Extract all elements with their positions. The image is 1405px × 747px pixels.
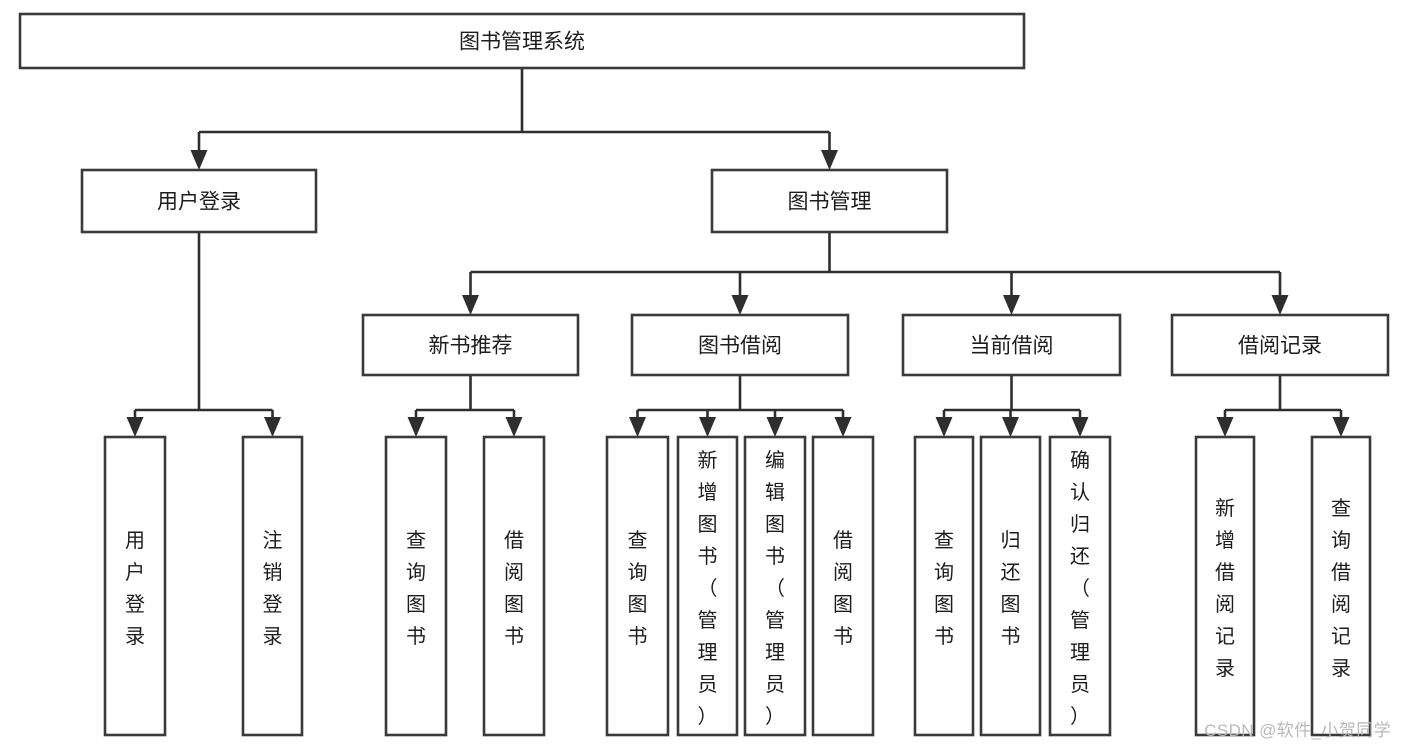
node-book-management-box[interactable] xyxy=(710,168,949,234)
arrow-head-icon xyxy=(264,417,281,437)
node-leaf-query-book-2-label: 查询图书 xyxy=(628,529,648,648)
node-leaf-add-borrow-record-box[interactable] xyxy=(1194,435,1256,737)
node-new-book-recommend-box[interactable] xyxy=(361,313,580,377)
node-leaf-confirm-return-admin-box[interactable] xyxy=(1048,435,1112,737)
node-leaf-query-book-3-label: 查询图书 xyxy=(934,529,954,648)
node-book-borrow-label: 图书借阅 xyxy=(698,335,782,358)
arrow-head-icon xyxy=(505,417,523,437)
node-leaf-return-book-label: 归还图书 xyxy=(1001,529,1021,648)
node-leaf-borrow-book-2-label: 借阅图书 xyxy=(833,529,853,648)
arrow-head-icon xyxy=(766,417,784,437)
arrow-head-icon xyxy=(834,417,852,437)
node-leaf-return-book-box[interactable] xyxy=(979,435,1042,737)
arrow-head-icon xyxy=(1271,295,1289,315)
node-leaf-query-book-1-box[interactable] xyxy=(384,435,448,737)
node-current-borrow-label: 当前借阅 xyxy=(970,335,1054,358)
node-root-label: 图书管理系统 xyxy=(459,31,585,54)
arrow-head-icon xyxy=(1332,417,1350,437)
node-leaf-user-login-label: 用户登录 xyxy=(125,530,145,648)
node-root-box[interactable] xyxy=(18,12,1026,70)
arrow-head-icon xyxy=(126,417,144,437)
node-borrow-record-label: 借阅记录 xyxy=(1238,335,1322,358)
node-new-book-recommend-label: 新书推荐 xyxy=(429,335,513,358)
node-leaf-logout-login-box[interactable] xyxy=(241,435,304,737)
node-leaf-logout-login-label: 注销登录 xyxy=(263,529,283,648)
arrow-head-icon xyxy=(821,150,838,170)
node-leaf-query-book-2-box[interactable] xyxy=(605,435,670,737)
node-leaf-borrow-book-1-box[interactable] xyxy=(482,435,546,737)
node-leaf-user-login-box[interactable] xyxy=(103,435,167,737)
node-book-borrow-box[interactable] xyxy=(630,313,850,377)
arrow-head-icon xyxy=(699,417,716,437)
node-leaf-query-book-3-box[interactable] xyxy=(913,435,975,737)
node-book-management-label: 图书管理 xyxy=(788,191,872,214)
arrow-head-icon xyxy=(731,295,749,315)
node-leaf-add-book-admin-box[interactable] xyxy=(676,435,739,737)
csdn-watermark: CSDN @软件_小贺同学 xyxy=(1204,721,1391,740)
node-leaf-query-book-1-label: 查询图书 xyxy=(406,529,426,648)
node-leaf-edit-book-admin-label: 编辑图书（管理员） xyxy=(765,449,785,728)
node-leaf-add-borrow-record-label: 新增借阅记录 xyxy=(1215,497,1235,680)
node-leaf-query-borrow-record-label: 查询借阅记录 xyxy=(1331,497,1351,680)
node-current-borrow-box[interactable] xyxy=(901,313,1122,377)
arrow-head-icon xyxy=(629,417,646,437)
arrow-head-icon xyxy=(462,295,479,315)
node-borrow-record-box[interactable] xyxy=(1170,313,1390,377)
arrow-head-icon xyxy=(190,150,208,170)
node-leaf-edit-book-admin-box[interactable] xyxy=(743,435,807,737)
node-leaf-confirm-return-admin-label: 确认归还（管理员） xyxy=(1070,449,1090,728)
connector-layer xyxy=(126,68,1350,437)
arrow-head-icon xyxy=(1002,417,1019,437)
node-user-login-label: 用户登录 xyxy=(157,191,241,214)
node-leaf-borrow-book-2-box[interactable] xyxy=(811,435,875,737)
arrow-head-icon xyxy=(935,417,953,437)
arrow-head-icon xyxy=(1071,417,1089,437)
arrow-head-icon xyxy=(1216,417,1234,437)
node-layer: 图书管理系统用户登录图书管理新书推荐图书借阅当前借阅借阅记录用户登录注销登录查询… xyxy=(18,12,1390,737)
arrow-head-icon xyxy=(1003,295,1020,315)
node-leaf-borrow-book-1-label: 借阅图书 xyxy=(504,529,524,648)
node-user-login-box[interactable] xyxy=(80,168,318,234)
node-leaf-query-borrow-record-box[interactable] xyxy=(1310,435,1372,737)
node-leaf-add-book-admin-label: 新增图书（管理员） xyxy=(698,449,718,728)
arrow-head-icon xyxy=(407,417,425,437)
